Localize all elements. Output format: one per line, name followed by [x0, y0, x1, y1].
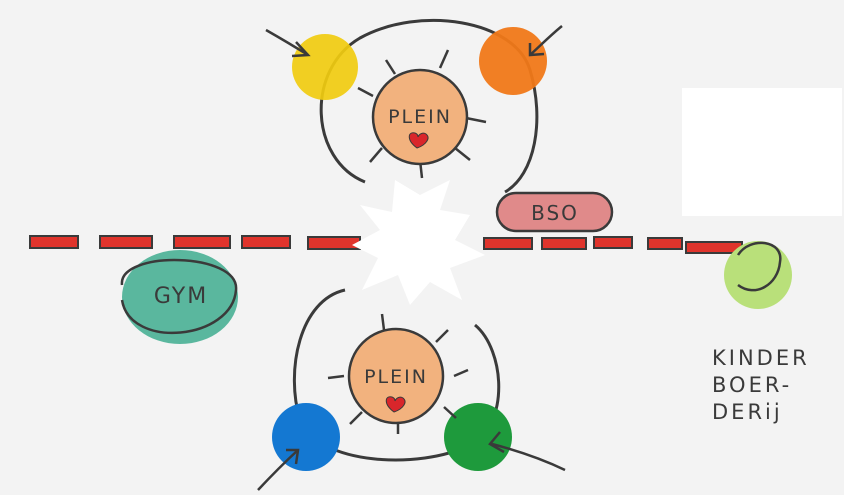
plein-top-sun [357, 49, 487, 179]
center-white-blot [352, 180, 485, 305]
kinderboerderij-circle [724, 241, 792, 309]
arrow-to-yellow [265, 28, 311, 58]
kinderboerderij-outline [736, 241, 782, 292]
plein-top-circle [371, 68, 469, 166]
kinderboerderij-line-3: DERij [712, 400, 783, 424]
bottom-arc [292, 288, 501, 462]
arrow-to-blue [257, 448, 300, 491]
green-circle [444, 403, 512, 471]
road-dash [593, 236, 633, 249]
yellow-circle [292, 34, 358, 100]
road-dash [99, 235, 153, 249]
top-arc [319, 19, 539, 194]
road-dash [483, 237, 533, 250]
heart-bottom-icon [385, 396, 406, 413]
road-dash [541, 237, 587, 250]
dashed-road [29, 235, 743, 254]
gym-label: GYM [154, 284, 208, 309]
plein-bottom-circle [347, 327, 445, 425]
kinderboerderij-line-1: KINDER [712, 346, 810, 370]
orange-circle [479, 27, 547, 95]
arrow-to-orange [528, 25, 563, 57]
kinderboerderij-label: KINDER BOER- DERij [712, 345, 842, 426]
road-dash [241, 235, 291, 249]
bso-label: BSO [531, 201, 579, 225]
kinderboerderij-line-2: BOER- [712, 373, 793, 397]
road-dash [173, 235, 231, 249]
gym-outline [120, 258, 238, 335]
gym-shape [122, 250, 238, 344]
bso-shape [495, 191, 614, 233]
plein-bottom-label: PLEIN [364, 366, 428, 388]
heart-top-icon [408, 132, 429, 149]
blue-circle [272, 403, 340, 471]
road-dash [307, 236, 361, 250]
arrow-to-green [488, 431, 566, 472]
plein-bottom-sun [327, 313, 469, 434]
blank-panel [682, 88, 842, 216]
road-dash [647, 237, 683, 250]
road-dash [29, 235, 79, 249]
plein-top-label: PLEIN [388, 106, 452, 128]
